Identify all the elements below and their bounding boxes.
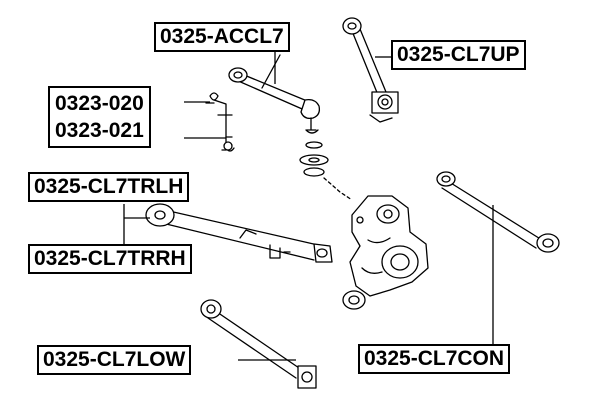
label-0323-020-021: 0323-020 0323-021: [48, 86, 151, 148]
label-0325-cl7trrh: 0325-CL7TRRH: [28, 244, 192, 274]
label-0323-020: 0323-020: [55, 92, 144, 115]
cl7up-arm-part: [342, 17, 399, 123]
leader-trailing: [123, 204, 150, 246]
label-0325-cl7con: 0325-CL7CON: [358, 344, 511, 374]
label-0325-cl7trlh: 0325-CL7TRLH: [28, 172, 190, 202]
trailing-arm-part: [145, 203, 333, 263]
label-0325-cl7up: 0325-CL7UP: [391, 40, 526, 70]
label-0323-021: 0323-021: [55, 119, 144, 142]
knuckle-hub-part: [342, 195, 429, 310]
cl7low-arm-part: [200, 299, 317, 389]
bushing-stack-part: [299, 141, 353, 201]
cl7con-arm-part: [436, 171, 560, 253]
accl7-arm-part: [228, 54, 321, 134]
stabilizer-link-part: [205, 92, 235, 152]
label-0325-accl7: 0325-ACCL7: [154, 22, 290, 52]
label-0325-cl7low: 0325-CL7LOW: [37, 345, 192, 375]
